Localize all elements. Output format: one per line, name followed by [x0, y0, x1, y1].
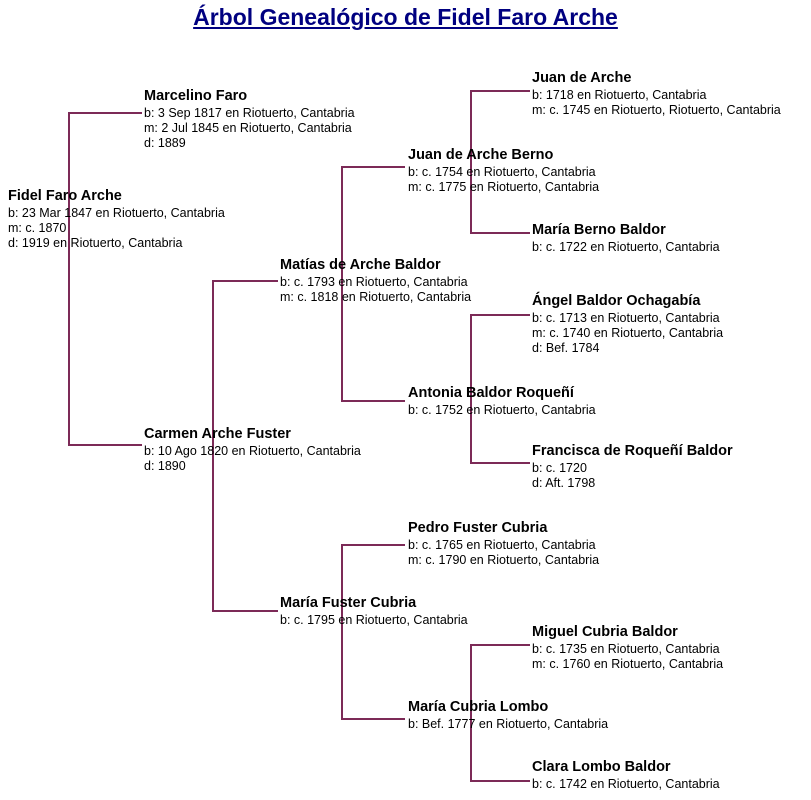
- person-fact-birth: b: 1718 en Riotuerto, Cantabria: [532, 88, 707, 102]
- person-fact-death: d: 1919 en Riotuerto, Cantabria: [8, 236, 183, 250]
- connector-horizontal-maria-berno: [470, 232, 530, 234]
- connector-vertical-matias: [341, 166, 343, 402]
- connector-horizontal-clara: [470, 780, 530, 782]
- person-clara-lombo-baldor[interactable]: Clara Lombo Baldor b: c. 1742 en Riotuer…: [532, 758, 720, 792]
- connector-horizontal-miguel: [470, 644, 530, 646]
- person-name: Antonia Baldor Roqueñí: [408, 385, 574, 401]
- person-fact-death: d: Bef. 1784: [532, 341, 600, 355]
- person-pedro-fuster-cubria[interactable]: Pedro Fuster Cubria b: c. 1765 en Riotue…: [408, 519, 599, 568]
- person-fact-birth: b: 10 Ago 1820 en Riotuerto, Cantabria: [144, 444, 361, 458]
- person-fact-marriage: m: c. 1760 en Riotuerto, Cantabria: [532, 657, 724, 671]
- person-name: María Berno Baldor: [532, 222, 666, 238]
- person-fact-birth: b: 3 Sep 1817 en Riotuerto, Cantabria: [144, 106, 355, 120]
- person-name: Miguel Cubria Baldor: [532, 624, 678, 640]
- person-name: Juan de Arche: [532, 70, 632, 86]
- person-fact-birth: b: c. 1752 en Riotuerto, Cantabria: [408, 403, 596, 417]
- person-maria-berno-baldor[interactable]: María Berno Baldor b: c. 1722 en Riotuer…: [532, 221, 720, 255]
- person-fact-birth: b: c. 1754 en Riotuerto, Cantabria: [408, 165, 596, 179]
- person-fact-marriage: m: 2 Jul 1845 en Riotuerto, Cantabria: [144, 121, 352, 135]
- connector-vertical-maria-fuster: [341, 544, 343, 720]
- connector-horizontal-juan-berno: [341, 166, 405, 168]
- connector-horizontal-marcelino: [68, 112, 142, 114]
- person-fact-marriage: m: c. 1745 en Riotuerto, Riotuerto, Cant…: [532, 103, 781, 117]
- person-juan-de-arche-berno[interactable]: Juan de Arche Berno b: c. 1754 en Riotue…: [408, 146, 599, 195]
- person-miguel-cubria-baldor[interactable]: Miguel Cubria Baldor b: c. 1735 en Riotu…: [532, 623, 723, 672]
- person-name: María Cubria Lombo: [408, 699, 549, 715]
- connector-horizontal-pedro: [341, 544, 405, 546]
- person-fact-marriage: m: c. 1775 en Riotuerto, Cantabria: [408, 180, 600, 194]
- connector-vertical-maria-cubria: [470, 644, 472, 780]
- person-fidel-faro-arche[interactable]: Fidel Faro Arche b: 23 Mar 1847 en Riotu…: [8, 187, 225, 251]
- person-carmen-arche-fuster[interactable]: Carmen Arche Fuster b: 10 Ago 1820 en Ri…: [144, 425, 361, 474]
- connector-vertical-antonia: [470, 314, 472, 462]
- person-fact-death: d: Aft. 1798: [532, 476, 596, 490]
- person-name: Clara Lombo Baldor: [532, 759, 671, 775]
- person-name: Ángel Baldor Ochagabía: [532, 293, 701, 309]
- connector-horizontal-francisca: [470, 462, 530, 464]
- person-francisca-de-roqueni-baldor[interactable]: Francisca de Roqueñí Baldor b: c. 1720 d…: [532, 442, 733, 491]
- person-name: Marcelino Faro: [144, 88, 248, 104]
- person-fact-marriage: m: c. 1818 en Riotuerto, Cantabria: [280, 290, 472, 304]
- connector-horizontal-matias: [212, 280, 278, 282]
- person-name: María Fuster Cubria: [280, 595, 417, 611]
- person-name: Matías de Arche Baldor: [280, 257, 441, 273]
- connector-horizontal-maria-fuster: [212, 610, 278, 612]
- person-name: Francisca de Roqueñí Baldor: [532, 443, 733, 459]
- person-fact-birth: b: Bef. 1777 en Riotuerto, Cantabria: [408, 717, 609, 731]
- person-name: Carmen Arche Fuster: [144, 426, 291, 442]
- person-maria-cubria-lombo[interactable]: María Cubria Lombo b: Bef. 1777 en Riotu…: [408, 698, 608, 732]
- person-matias-de-arche-baldor[interactable]: Matías de Arche Baldor b: c. 1793 en Rio…: [280, 256, 471, 305]
- person-name: Pedro Fuster Cubria: [408, 520, 548, 536]
- person-maria-fuster-cubria[interactable]: María Fuster Cubria b: c. 1795 en Riotue…: [280, 594, 468, 628]
- person-fact-birth: b: c. 1735 en Riotuerto, Cantabria: [532, 642, 720, 656]
- connector-horizontal-antonia: [341, 400, 405, 402]
- person-fact-birth: b: c. 1713 en Riotuerto, Cantabria: [532, 311, 720, 325]
- person-fact-birth: b: c. 1720: [532, 461, 587, 475]
- connector-horizontal-juan-arche: [470, 90, 530, 92]
- person-antonia-baldor-roqueni[interactable]: Antonia Baldor Roqueñí b: c. 1752 en Rio…: [408, 384, 596, 418]
- person-fact-marriage: m: c. 1740 en Riotuerto, Cantabria: [532, 326, 724, 340]
- person-fact-birth: b: c. 1795 en Riotuerto, Cantabria: [280, 613, 468, 627]
- person-fact-birth: b: c. 1722 en Riotuerto, Cantabria: [532, 240, 720, 254]
- connector-horizontal-angel: [470, 314, 530, 316]
- person-fact-birth: b: c. 1765 en Riotuerto, Cantabria: [408, 538, 596, 552]
- person-fact-marriage: m: c. 1790 en Riotuerto, Cantabria: [408, 553, 600, 567]
- person-marcelino-faro[interactable]: Marcelino Faro b: 3 Sep 1817 en Riotuert…: [144, 87, 355, 151]
- person-angel-baldor-ochagabia[interactable]: Ángel Baldor Ochagabía b: c. 1713 en Rio…: [532, 292, 723, 356]
- person-name: Fidel Faro Arche: [8, 188, 122, 204]
- connector-vertical-fidel: [68, 112, 70, 446]
- person-fact-marriage: m: c. 1870: [8, 221, 67, 235]
- person-fact-birth: b: c. 1793 en Riotuerto, Cantabria: [280, 275, 468, 289]
- person-fact-death: d: 1890: [144, 459, 186, 473]
- connector-horizontal-maria-cubria: [341, 718, 405, 720]
- person-fact-birth: b: c. 1742 en Riotuerto, Cantabria: [532, 777, 720, 791]
- person-name: Juan de Arche Berno: [408, 147, 554, 163]
- person-fact-birth: b: 23 Mar 1847 en Riotuerto, Cantabria: [8, 206, 225, 220]
- connector-vertical-juan-berno: [470, 90, 472, 234]
- person-juan-de-arche[interactable]: Juan de Arche b: 1718 en Riotuerto, Cant…: [532, 69, 781, 118]
- person-fact-death: d: 1889: [144, 136, 186, 150]
- connector-horizontal-carmen: [68, 444, 142, 446]
- page-title: Árbol Genealógico de Fidel Faro Arche: [193, 4, 618, 30]
- connector-vertical-carmen: [212, 280, 214, 612]
